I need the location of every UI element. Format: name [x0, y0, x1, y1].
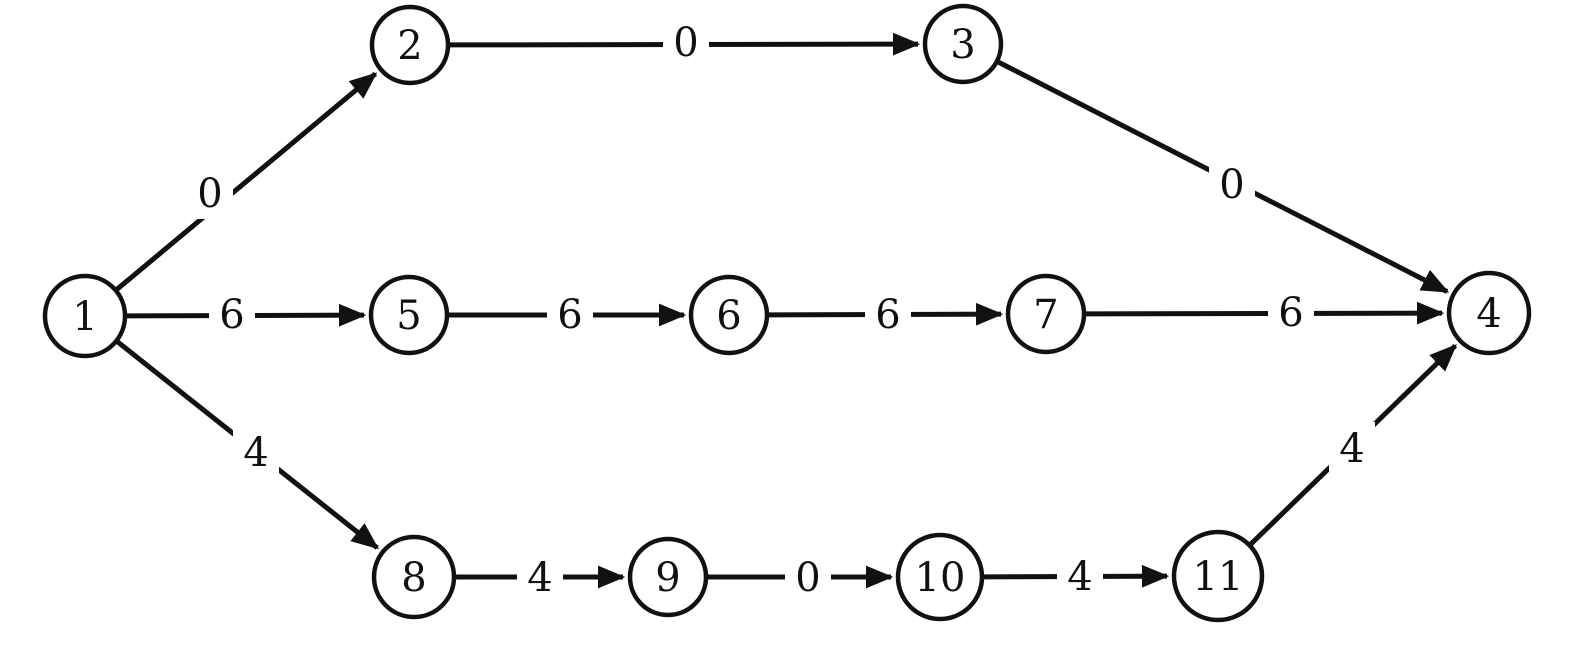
- node-6: [688, 274, 770, 356]
- edge-weight-9-10: 0: [795, 555, 820, 601]
- node-label-7: 7: [1033, 292, 1058, 338]
- edge-label-bg-2-3: [663, 16, 709, 68]
- node-label-3: 3: [950, 22, 975, 68]
- edge-label-bg-3-4: [1209, 158, 1255, 210]
- node-5: [368, 274, 450, 356]
- node-1: [42, 273, 128, 359]
- edge-weight-7-4: 6: [1278, 290, 1303, 336]
- node-label-10: 10: [915, 555, 966, 601]
- node-4: [1446, 270, 1532, 356]
- edge-weight-8-9: 4: [527, 555, 552, 601]
- node-label-5: 5: [396, 293, 421, 339]
- node-2: [369, 4, 451, 86]
- edge-weight-10-11: 4: [1067, 554, 1092, 600]
- node-8: [371, 534, 457, 620]
- node-label-11: 11: [1193, 554, 1244, 600]
- edge-label-bg-11-4: [1329, 422, 1375, 474]
- node-9: [627, 536, 709, 618]
- edge-weight-1-8: 4: [243, 430, 268, 476]
- edge-1-2: [115, 71, 378, 292]
- edge-label-bg-1-8: [233, 426, 279, 478]
- edge-label-bg-10-11: [1057, 550, 1103, 602]
- edge-weight-1-5: 6: [219, 292, 244, 338]
- node-7: [1005, 273, 1087, 355]
- node-label-4: 4: [1476, 291, 1501, 337]
- edge-weight-6-7: 6: [875, 292, 900, 338]
- edge-weight-11-4: 4: [1339, 426, 1364, 472]
- node-label-8: 8: [401, 555, 426, 601]
- edge-7-4: [1085, 301, 1445, 325]
- edge-label-bg-1-5: [209, 288, 255, 340]
- edge-weight-1-2: 0: [197, 171, 222, 217]
- edge-label-bg-1-2: [187, 167, 233, 219]
- edge-label-bg-9-10: [785, 551, 831, 603]
- node-3: [922, 3, 1004, 85]
- edge-label-bg-6-7: [865, 288, 911, 340]
- node-label-1: 1: [72, 294, 97, 340]
- node-10: [895, 532, 985, 622]
- node-label-9: 9: [655, 555, 680, 601]
- node-11: [1171, 529, 1265, 623]
- edge-label-bg-7-4: [1268, 286, 1314, 338]
- edge-weight-5-6: 6: [557, 292, 582, 338]
- node-label-2: 2: [397, 23, 422, 69]
- edge-label-bg-5-6: [547, 288, 593, 340]
- edge-label-bg-8-9: [517, 551, 563, 603]
- node-label-6: 6: [716, 293, 741, 339]
- edge-weight-2-3: 0: [673, 20, 698, 66]
- edge-weight-3-4: 0: [1219, 162, 1244, 208]
